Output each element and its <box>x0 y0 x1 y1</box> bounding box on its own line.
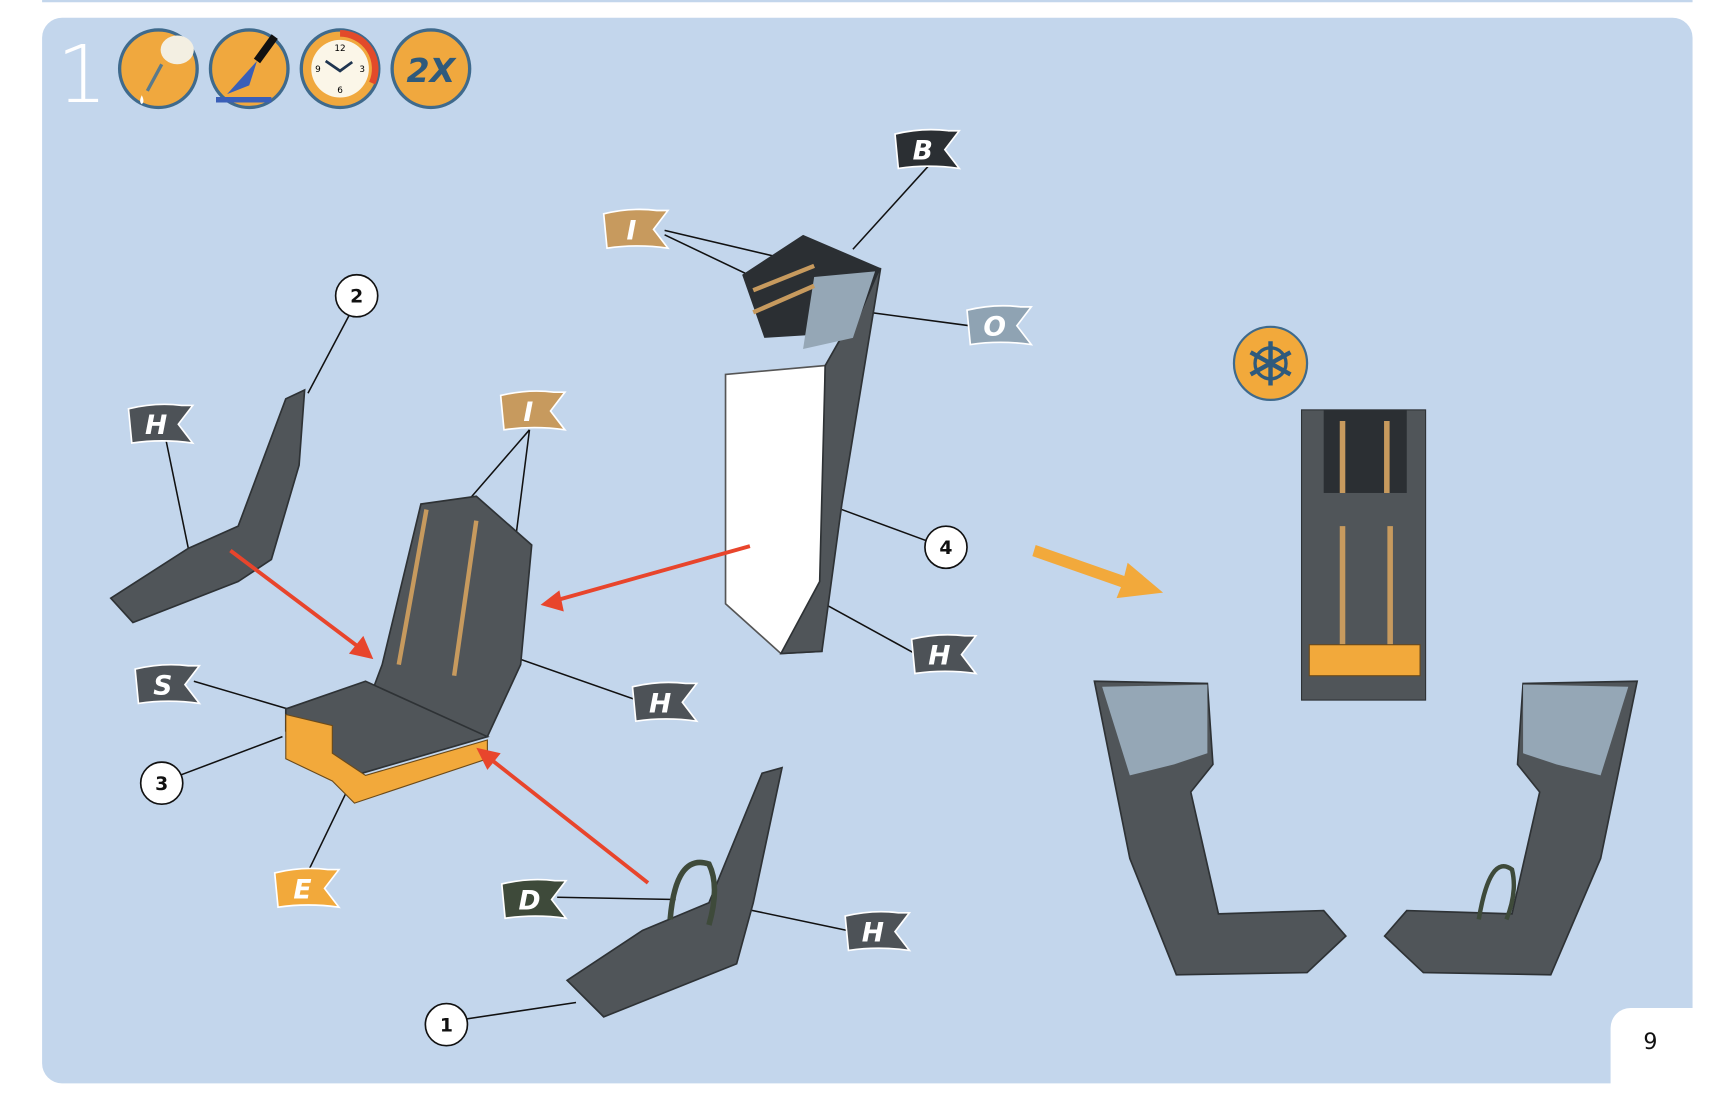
flag-label: O <box>983 312 1006 343</box>
part-2-side-panel <box>109 388 306 624</box>
part-1-side-panel <box>565 766 784 1018</box>
assembled-seat-front <box>1300 409 1427 701</box>
svg-text:1: 1 <box>440 1015 453 1036</box>
clock-9: 9 <box>315 65 321 75</box>
paint-flag-i-mid: I <box>499 390 567 431</box>
paint-flag-b: B <box>894 128 962 170</box>
paint-flag-e: E <box>273 867 341 909</box>
paint-flag-h-right: H <box>910 633 978 675</box>
callout-2: 2 <box>334 273 379 318</box>
result-arrow <box>1032 545 1164 599</box>
paint-icon <box>208 28 290 110</box>
svg-text:4: 4 <box>939 538 952 559</box>
paint-flag-h-left: H <box>127 403 195 445</box>
repeat-icon: 2X <box>390 28 472 110</box>
flag-label: S <box>153 671 172 702</box>
flag-label: I <box>523 397 533 428</box>
flag-label: H <box>649 688 671 719</box>
paint-flag-h-mid: H <box>631 681 699 723</box>
seat-right-handle <box>1476 864 1517 921</box>
flag-label: D <box>518 885 540 916</box>
flag-label: B <box>913 136 933 167</box>
clock-6: 6 <box>337 86 343 96</box>
repeat-label: 2X <box>407 51 457 90</box>
leader-lines <box>165 165 970 1020</box>
seat-left-headrest <box>1102 684 1208 776</box>
drying-time-clock-icon: 12 3 6 9 <box>299 28 381 110</box>
flag-label: H <box>928 641 950 672</box>
callout-3: 3 <box>139 761 184 806</box>
flag-label: H <box>145 410 167 441</box>
callout-4: 4 <box>924 525 968 570</box>
paint-flag-o: O <box>966 304 1034 346</box>
clock-3: 3 <box>359 65 365 75</box>
flag-label: E <box>293 874 311 905</box>
step-panel <box>42 17 1693 1084</box>
glue-icon <box>117 28 199 110</box>
callout-1: 1 <box>424 1002 469 1047</box>
paint-flag-i-top: I <box>602 208 670 250</box>
paint-flag-s: S <box>134 663 202 705</box>
page-number: 9 <box>1643 1029 1657 1055</box>
step-number: 1 <box>57 28 108 121</box>
flag-label: H <box>862 918 884 949</box>
part-3-seat <box>284 495 533 804</box>
note-asterisk-icon <box>1232 325 1309 402</box>
seat-right-headrest <box>1523 684 1629 776</box>
part-4-backrest <box>724 234 882 655</box>
assembly-arrows <box>229 544 751 885</box>
paint-flag-h-bottom: H <box>844 910 912 952</box>
svg-text:2: 2 <box>350 286 363 307</box>
flag-label: I <box>626 215 636 246</box>
svg-text:3: 3 <box>155 774 168 795</box>
d-handle <box>667 859 718 926</box>
clock-12: 12 <box>334 44 345 54</box>
paint-flag-d: D <box>500 878 568 920</box>
